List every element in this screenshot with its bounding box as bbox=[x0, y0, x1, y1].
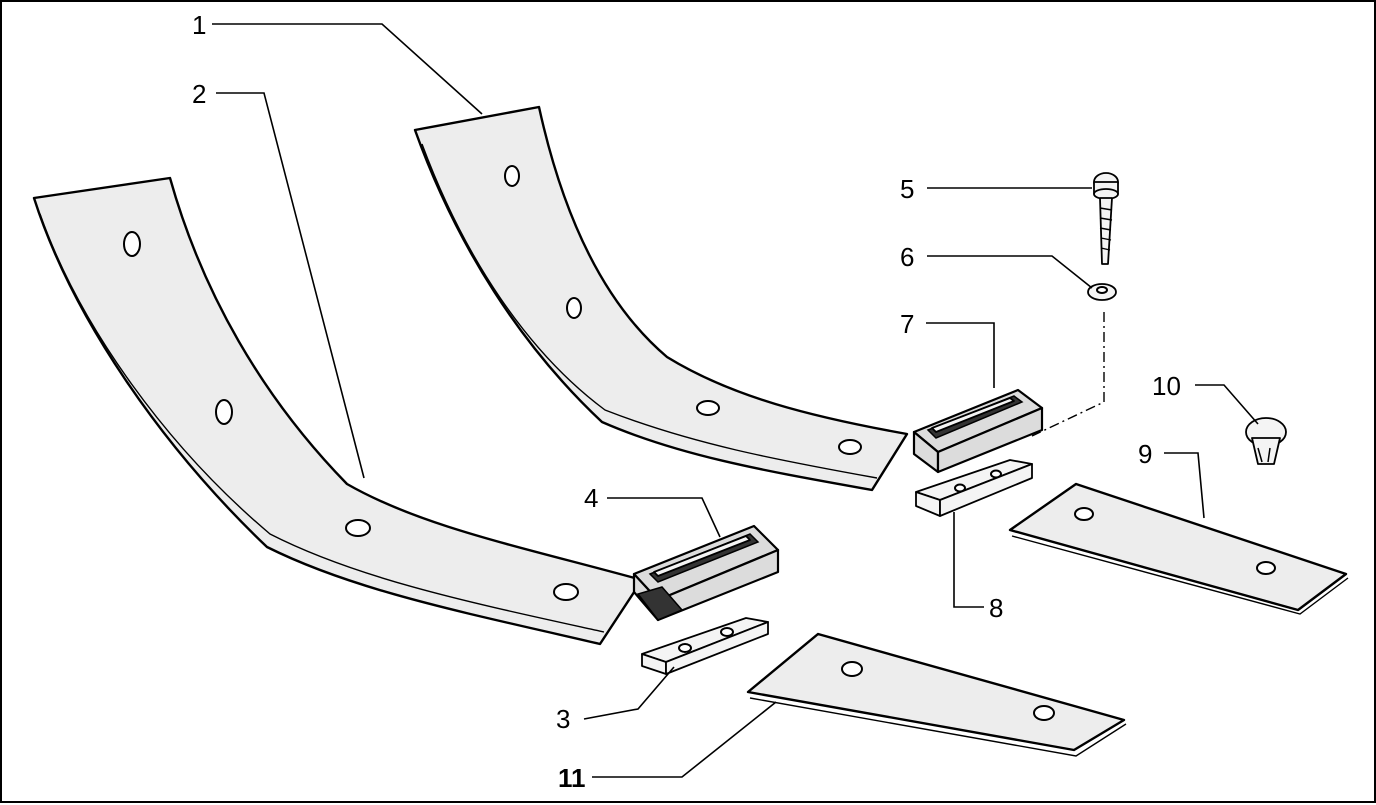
callout-2: 2 bbox=[192, 79, 206, 109]
part-3-bracket bbox=[641, 617, 769, 675]
part-2-large-strip bbox=[32, 176, 644, 646]
callout-10: 10 bbox=[1152, 371, 1181, 401]
callout-3: 3 bbox=[556, 704, 570, 734]
part-5-screw bbox=[1093, 172, 1119, 265]
part-11-plate bbox=[746, 632, 1127, 757]
callout-9: 9 bbox=[1138, 439, 1152, 469]
part-4-clamp-block bbox=[632, 524, 780, 622]
callout-8: 8 bbox=[989, 593, 1003, 623]
part-1-upper-strip bbox=[413, 105, 909, 492]
leader-lines bbox=[212, 23, 1259, 778]
callout-6: 6 bbox=[900, 242, 914, 272]
part-7-clamp-block bbox=[912, 388, 1044, 474]
part-6-washer bbox=[1087, 283, 1117, 301]
part-10-clip bbox=[1245, 417, 1287, 465]
callout-1: 1 bbox=[192, 10, 206, 40]
callout-7: 7 bbox=[900, 309, 914, 339]
part-9-plate bbox=[1008, 482, 1349, 615]
callout-5: 5 bbox=[900, 174, 914, 204]
callout-4: 4 bbox=[584, 483, 598, 513]
part-8-bracket bbox=[915, 459, 1033, 517]
callout-labels: 1 2 3 4 5 6 7 8 9 10 11 bbox=[192, 10, 1181, 793]
callout-11: 11 bbox=[558, 763, 586, 793]
